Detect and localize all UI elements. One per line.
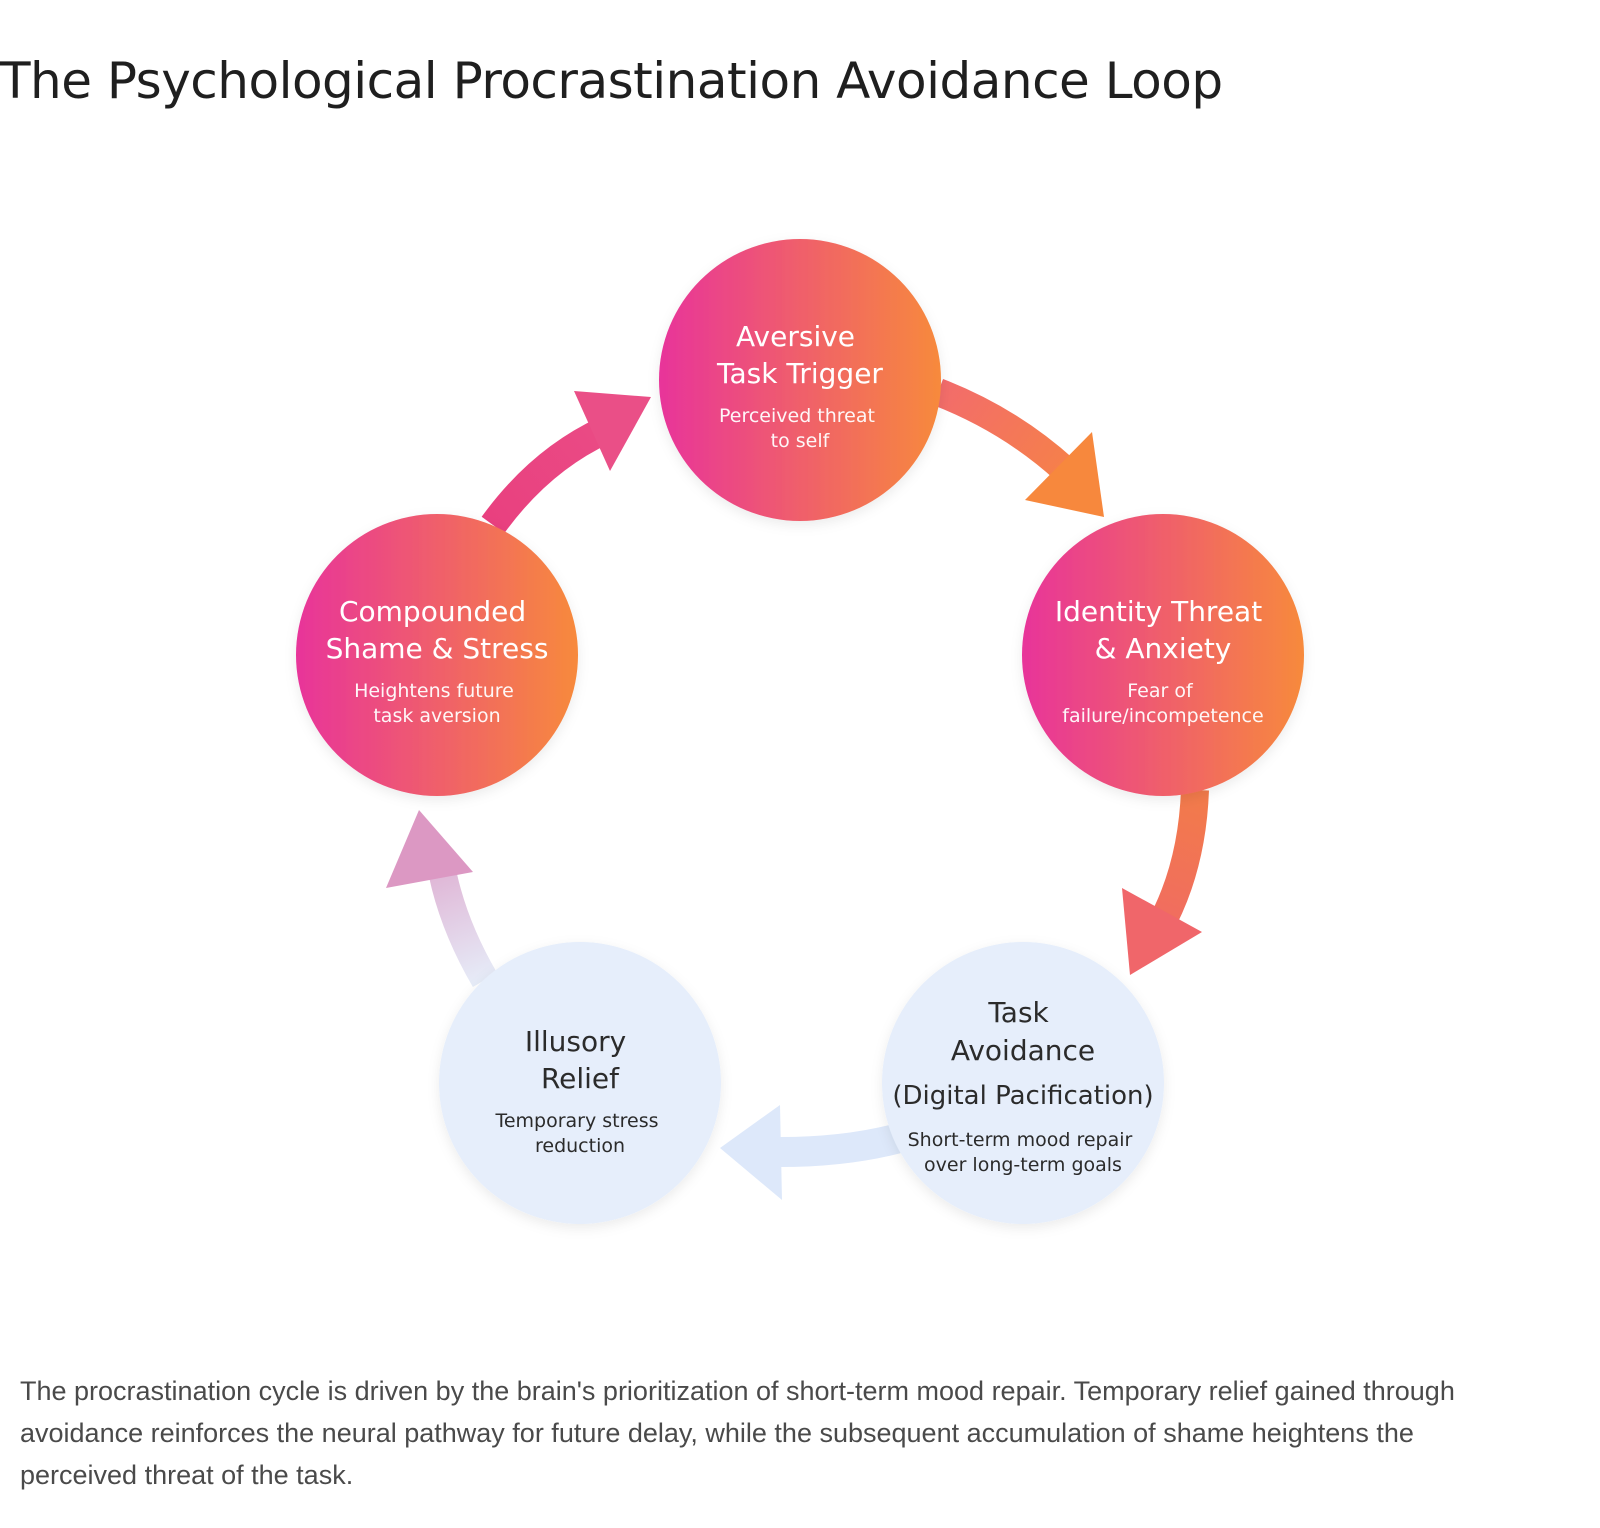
page-title: The Psychological Procrastination Avoida… (0, 52, 1223, 110)
svg-text:Short-term mood repair o: Short-term mood repair over long-term go… (908, 1129, 1139, 1176)
svg-text:Perceived threat to self: Perceived threat to self (719, 405, 881, 452)
node-identity-threat-anxiety: Identity Threat & Anxiety Fear of failur… (1022, 514, 1304, 796)
arrow-trigger-to-identity (932, 378, 1104, 517)
node-compounded-shame-stress: Compounded Shame & Stress Heightens futu… (296, 514, 578, 796)
diagram-caption: The procrastination cycle is driven by t… (20, 1376, 1455, 1490)
node-aversive-task-trigger: Aversive Task Trigger Perceived threat t… (659, 239, 941, 521)
svg-text:Illusory Relief: Illusory Relief (525, 1025, 635, 1095)
svg-text:Identity Threat & Anxiet: Identity Threat & Anxiety (1055, 595, 1271, 665)
arrow-shame-to-trigger (481, 391, 651, 534)
arrow-avoidance-to-relief (720, 1105, 915, 1200)
svg-text:Heightens future task av: Heightens future task aversion (354, 680, 520, 727)
svg-text:Aversive Task Trigger: Aversive Task Trigger (716, 320, 883, 390)
svg-text:(Digital Pacification): (Digital Pacification) (892, 1081, 1153, 1111)
svg-text:Compounded Shame & Stres: Compounded Shame & Stress (326, 595, 549, 665)
arrow-identity-to-avoidance (1122, 789, 1209, 975)
node-task-avoidance: Task Avoidance (Digital Pacification) Sh… (882, 942, 1164, 1224)
svg-text:Temporary stress reducti: Temporary stress reduction (494, 1110, 664, 1157)
svg-text:Task Avoidance: Task Avoidance (951, 996, 1095, 1067)
arrow-relief-to-shame (386, 810, 498, 988)
svg-text:Fear of failure/incompet: Fear of failure/incompetence (1062, 680, 1263, 727)
node-illusory-relief: Illusory Relief Temporary stress reducti… (439, 942, 721, 1224)
